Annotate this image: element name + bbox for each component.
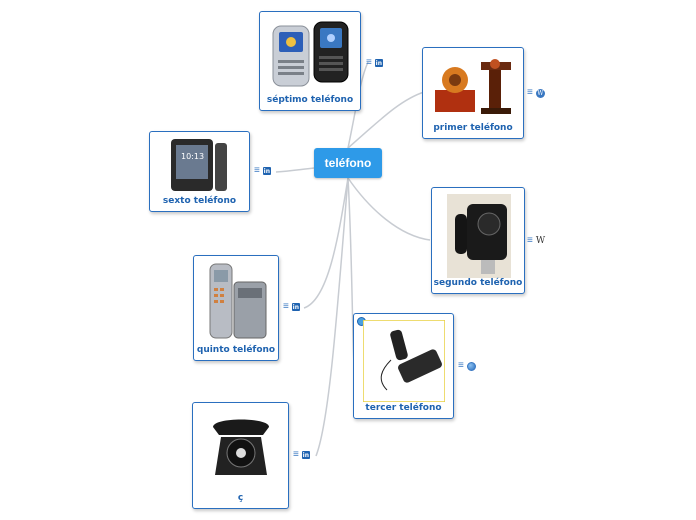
wordpress-icon[interactable]: W [535,88,545,98]
notes-icon[interactable]: ≡ [254,165,260,176]
linkedin-icon[interactable]: in [374,59,383,67]
connector-quinto [303,177,349,309]
primer-attachments[interactable]: ≡ W [527,88,545,98]
linkedin-icon[interactable]: in [291,303,300,311]
antique-phone-image [435,59,511,114]
rotary-phone-image [213,419,269,475]
connector-primer [347,91,425,149]
topic-sexto[interactable]: 10:13 sexto teléfono [149,131,250,212]
quinto-attachments[interactable]: ≡ in [283,302,300,312]
wall-phone-image [447,194,511,278]
topic-label: sexto teléfono [162,196,237,206]
topic-label: séptimo teléfono [266,95,354,105]
linkedin-icon[interactable]: in [301,451,310,459]
septimo-attachments[interactable]: ≡ in [366,58,383,68]
linkedin-icon[interactable]: in [262,167,271,175]
topic-label: primer teléfono [433,123,513,133]
connector-sexto [275,167,315,173]
central-topic[interactable]: teléfono [314,148,382,178]
topic-quinto[interactable]: quinto teléfono [193,255,279,361]
notes-icon[interactable]: ≡ [527,87,533,98]
smartphones-image [272,21,349,87]
topic-septimo[interactable]: séptimo teléfono [259,11,361,111]
topic-ultimo[interactable]: ç [192,402,289,509]
sexto-attachments[interactable]: ≡ in [254,166,271,176]
notes-icon[interactable]: ≡ [458,360,464,371]
topic-primer[interactable]: primer teléfono [422,47,524,139]
central-topic-label: teléfono [324,156,372,170]
wikipedia-icon[interactable]: W [535,236,546,246]
notes-icon[interactable]: ≡ [293,449,299,460]
topic-label: tercer teléfono [365,403,442,413]
trimline-phone-image [363,320,445,402]
topic-tercer[interactable]: tercer teléfono [353,313,454,419]
topic-label: quinto teléfono [196,345,276,355]
notes-icon[interactable]: ≡ [283,301,289,312]
globe-icon[interactable] [466,361,476,371]
segundo-attachments[interactable]: ≡ W [527,235,546,247]
topic-label: ç [237,493,244,503]
topic-label: segundo teléfono [433,278,523,288]
connector-ultimo [315,177,349,457]
notes-icon[interactable]: ≡ [527,235,533,246]
cordless-phone-image [209,263,267,339]
notes-icon[interactable]: ≡ [366,57,372,68]
connector-segundo [347,177,431,241]
htc-phone-image: 10:13 [171,139,227,191]
svg-text:10:13: 10:13 [181,152,204,161]
tercer-attachments[interactable]: ≡ [458,361,476,371]
topic-segundo[interactable]: segundo teléfono [431,187,525,294]
ultimo-attachments[interactable]: ≡ in [293,450,310,460]
